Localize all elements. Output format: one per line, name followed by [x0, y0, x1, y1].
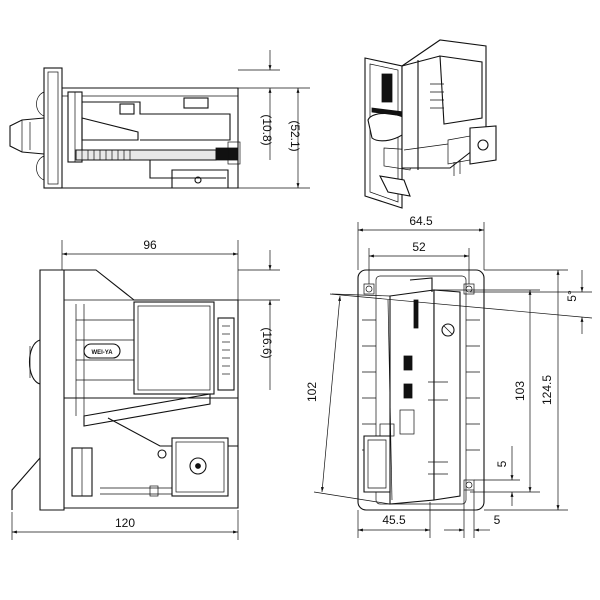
dim-front-angle: 5°	[565, 290, 579, 302]
dim-top-52-1: (52.1)	[288, 120, 302, 151]
dim-front-124-5: 124.5	[540, 375, 554, 405]
side-view: WEI-YA	[11, 269, 239, 511]
dim-front-103: 103	[513, 381, 527, 401]
dim-front-102: 102	[305, 382, 319, 402]
top-view-bezel	[43, 67, 63, 189]
dim-front-52: 52	[412, 240, 426, 254]
side-view-window	[133, 301, 215, 395]
front-view-dimensions: 64.5 52 102 103 124.5 5° 5	[305, 214, 593, 538]
brand-label: WEI-YA	[91, 350, 113, 356]
top-view-coin-nose	[9, 117, 45, 155]
dim-side-120: 120	[115, 516, 135, 530]
isometric-view	[364, 39, 497, 209]
dim-top-10-8: (10.8)	[260, 114, 274, 145]
side-view-sensor	[171, 437, 229, 497]
side-view-bezel	[39, 269, 65, 511]
dim-front-5-vertical: 5	[495, 460, 509, 467]
top-view-body	[62, 87, 239, 189]
top-view-dimensions: (10.8) (52.1)	[238, 50, 310, 189]
side-view-dimensions: 96 (16.6) 120	[11, 238, 280, 540]
dim-front-64-5: 64.5	[409, 214, 433, 228]
front-view	[357, 269, 485, 511]
top-view	[9, 67, 241, 189]
dim-front-5-bottom: 5	[494, 513, 501, 527]
iso-sensor-board	[469, 125, 497, 165]
dim-side-16-6: (16.6)	[260, 327, 274, 358]
dim-side-96: 96	[143, 238, 157, 252]
dim-front-45-5: 45.5	[382, 513, 406, 527]
side-view-body	[64, 269, 239, 509]
